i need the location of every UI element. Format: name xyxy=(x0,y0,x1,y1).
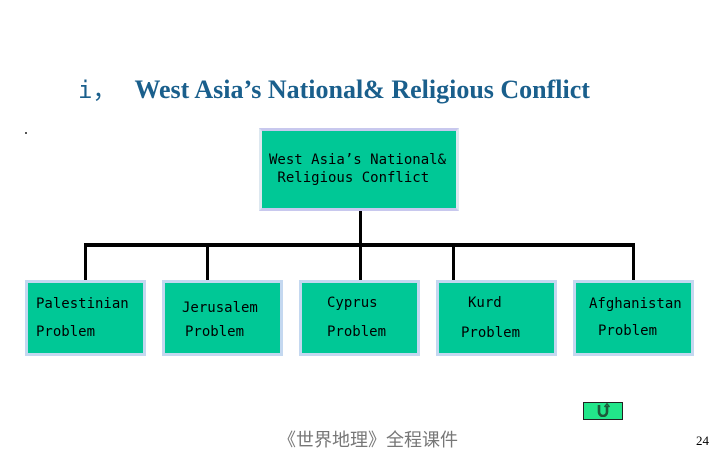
node-line2: Problem xyxy=(185,324,245,340)
return-button[interactable] xyxy=(583,402,623,420)
stray-dot xyxy=(25,132,27,134)
node-line2: Problem xyxy=(36,324,96,340)
node-line1: Kurd xyxy=(468,295,502,311)
node-jerusalem-problem: Jerusalem Problem xyxy=(162,280,283,356)
node-line1: Cyprus xyxy=(327,295,378,311)
node-line2: Problem xyxy=(461,325,521,341)
node-line1: Jerusalem xyxy=(182,300,258,316)
u-turn-icon xyxy=(596,402,611,421)
node-kurd-problem: Kurd Problem xyxy=(436,280,557,356)
connector-drop-3 xyxy=(359,245,362,281)
connector-drop-1 xyxy=(84,245,87,281)
title-text: West Asia’s National& Religious Conflict xyxy=(134,75,590,104)
title-number: i， xyxy=(78,76,117,104)
root-node: West Asia’s National& Religious Conflict xyxy=(259,128,459,211)
root-line2: Religious Conflict xyxy=(269,170,430,186)
node-palestinian-problem: Palestinian Problem xyxy=(25,280,146,356)
page-number: 24 xyxy=(696,433,709,448)
connector-drop-2 xyxy=(206,245,209,281)
root-line1: West Asia’s National& xyxy=(269,152,447,168)
node-line2: Problem xyxy=(327,324,387,340)
slide-title: i， West Asia’s National& Religious Confli… xyxy=(78,70,590,105)
node-line1: Palestinian xyxy=(36,296,129,312)
node-afghanistan-problem: Afghanistan Problem xyxy=(573,280,694,356)
connector-drop-4 xyxy=(452,245,455,281)
footer-course-title: 《世界地理》全程课件 xyxy=(278,430,458,451)
node-line2: Problem xyxy=(598,323,658,339)
connector-drop-5 xyxy=(632,245,635,281)
node-line1: Afghanistan xyxy=(589,296,682,312)
node-cyprus-problem: Cyprus Problem xyxy=(299,280,420,356)
connector-root-vertical xyxy=(359,211,362,245)
